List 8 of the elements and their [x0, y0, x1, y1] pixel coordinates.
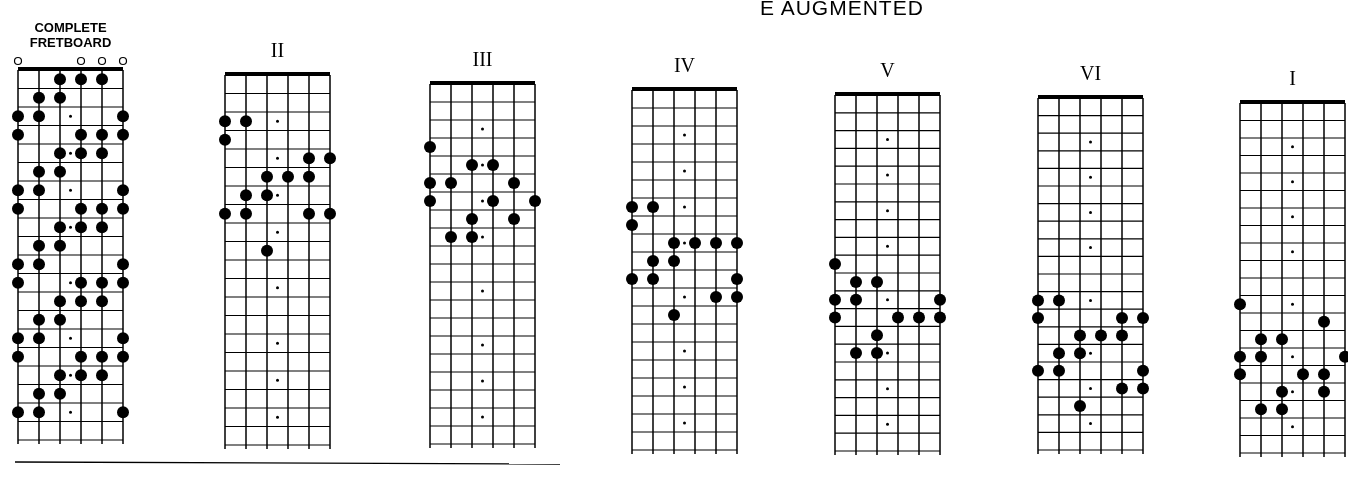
fretboard-heading: V: [879, 59, 896, 82]
fretboard-heading: II: [269, 39, 286, 62]
fretboard-heading: COMPLETE FRETBOARD: [28, 20, 113, 50]
fretboard-heading: I: [1288, 67, 1297, 90]
fretboard-heading: VI: [1078, 62, 1103, 85]
fretboard-heading: III: [471, 48, 494, 71]
diagram-title: E AUGMENTED: [760, 0, 924, 20]
fretboard-heading: IV: [672, 54, 697, 77]
